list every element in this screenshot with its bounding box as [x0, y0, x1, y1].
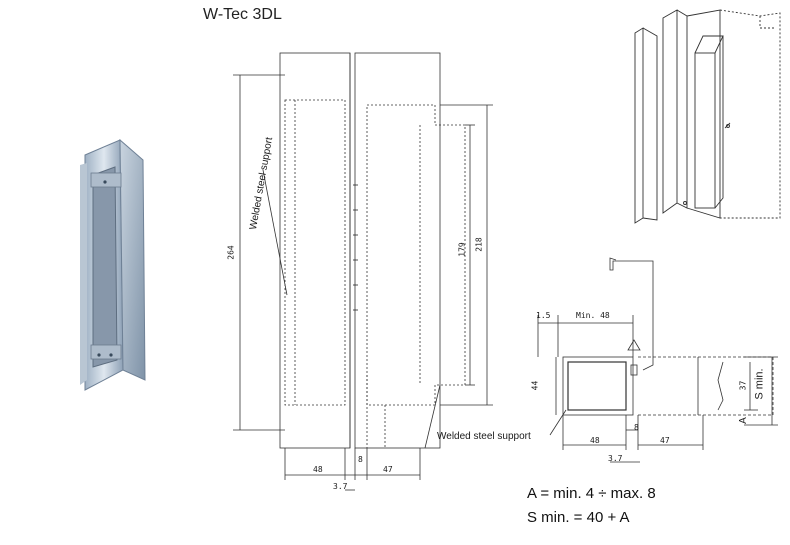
- dim-8: 8: [634, 423, 639, 432]
- dim-179: 179: [457, 242, 467, 257]
- dim-37: 37: [738, 380, 748, 391]
- hook-bracket: [609, 257, 654, 371]
- dim-s-min: S min.: [753, 368, 766, 400]
- left-recess: [284, 99, 346, 406]
- dim-44: 44: [530, 380, 540, 391]
- dim-bottom-47: 47: [383, 465, 393, 474]
- dim-bottom-3-7: 3.7: [333, 482, 348, 491]
- section-support-label: Welded steel support: [437, 431, 531, 442]
- frame-profile: [279, 52, 351, 449]
- front-view-drawing: [233, 52, 493, 491]
- perspective-sketch: [634, 9, 781, 224]
- dim-bottom-8: 8: [358, 455, 363, 464]
- dim-min-48: Min. 48: [576, 311, 610, 320]
- dim-47: 47: [660, 436, 670, 445]
- dim-48: 48: [590, 436, 600, 445]
- section-view-drawing: [537, 257, 778, 463]
- dim-a: A: [737, 417, 749, 424]
- right-recess: [366, 104, 466, 406]
- dim-bottom-48: 48: [313, 465, 323, 474]
- section-profile: [562, 356, 634, 416]
- dim-1-5: 1.5: [536, 311, 551, 320]
- page-title: W-Tec 3DL: [203, 6, 282, 23]
- dim-218: 218: [474, 237, 484, 252]
- formula-a-range: A = min. 4 ÷ max. 8: [527, 485, 656, 502]
- door-profile: [354, 52, 441, 449]
- formula-s-min: S min. = 40 + A: [527, 509, 630, 526]
- dim-264: 264: [226, 245, 236, 260]
- product-photo: [80, 138, 146, 391]
- dim-3-7: 3.7: [608, 454, 623, 463]
